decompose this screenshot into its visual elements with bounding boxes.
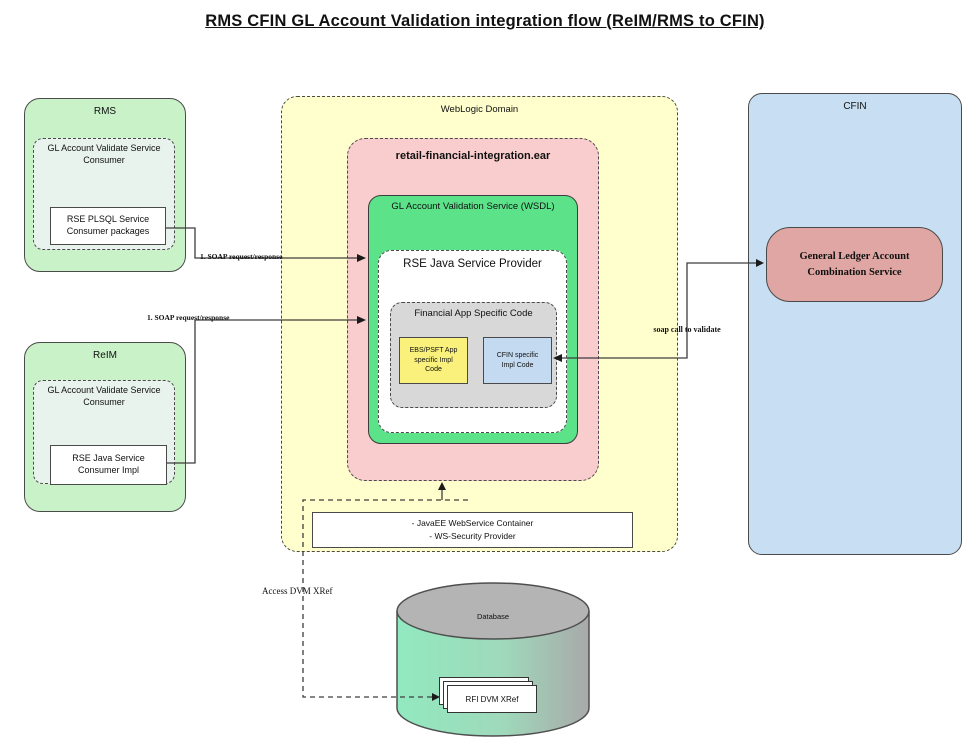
cfin-panel — [748, 93, 962, 555]
rfi-xref-box: RFI DVM XRef — [447, 685, 537, 713]
rms-impl-box: RSE PLSQL Service Consumer packages — [50, 207, 166, 245]
reim-impl-box: RSE Java Service Consumer Impl — [50, 445, 167, 485]
ebs-impl-box: EBS/PSFT App specific Impl Code — [399, 337, 468, 384]
cfin-title: CFIN — [843, 101, 867, 112]
weblogic-domain-title: WebLogic Domain — [440, 104, 519, 115]
cfin-impl-box: CFIN specific Impl Code — [483, 337, 552, 384]
ws-security-line2: - WS-Security Provider — [429, 531, 516, 541]
wsdl-service-title: GL Account Validation Service (WSDL) — [391, 201, 555, 212]
soap-validate-label: soap call to validate — [653, 325, 721, 334]
reim-soap-label: 1. SOAP request/response — [147, 313, 230, 322]
reim-consumer-label: GL Account Validate Service Consumer — [47, 385, 161, 407]
javaee-container-box: - JavaEE WebService Container - WS-Secur… — [312, 512, 633, 548]
ear-title: retail-financial-integration.ear — [395, 150, 551, 162]
financial-code-title: Financial App Specific Code — [414, 308, 533, 319]
gl-combination-service-box: General Ledger Account Combination Servi… — [766, 227, 943, 302]
access-dvm-label: Access DVM XRef — [262, 586, 333, 596]
provider-title: RSE Java Service Provider — [403, 258, 542, 270]
diagram-title: RMS CFIN GL Account Validation integrati… — [205, 12, 765, 30]
database-label: Database — [476, 612, 510, 621]
javaee-container-line1: - JavaEE WebService Container — [411, 518, 534, 529]
database-cylinder — [396, 582, 590, 737]
rms-title: RMS — [93, 106, 117, 117]
rms-soap-label: 1. SOAP request/response — [200, 252, 283, 261]
reim-title: ReIM — [93, 350, 117, 361]
rms-consumer-label: GL Account Validate Service Consumer — [47, 143, 161, 165]
